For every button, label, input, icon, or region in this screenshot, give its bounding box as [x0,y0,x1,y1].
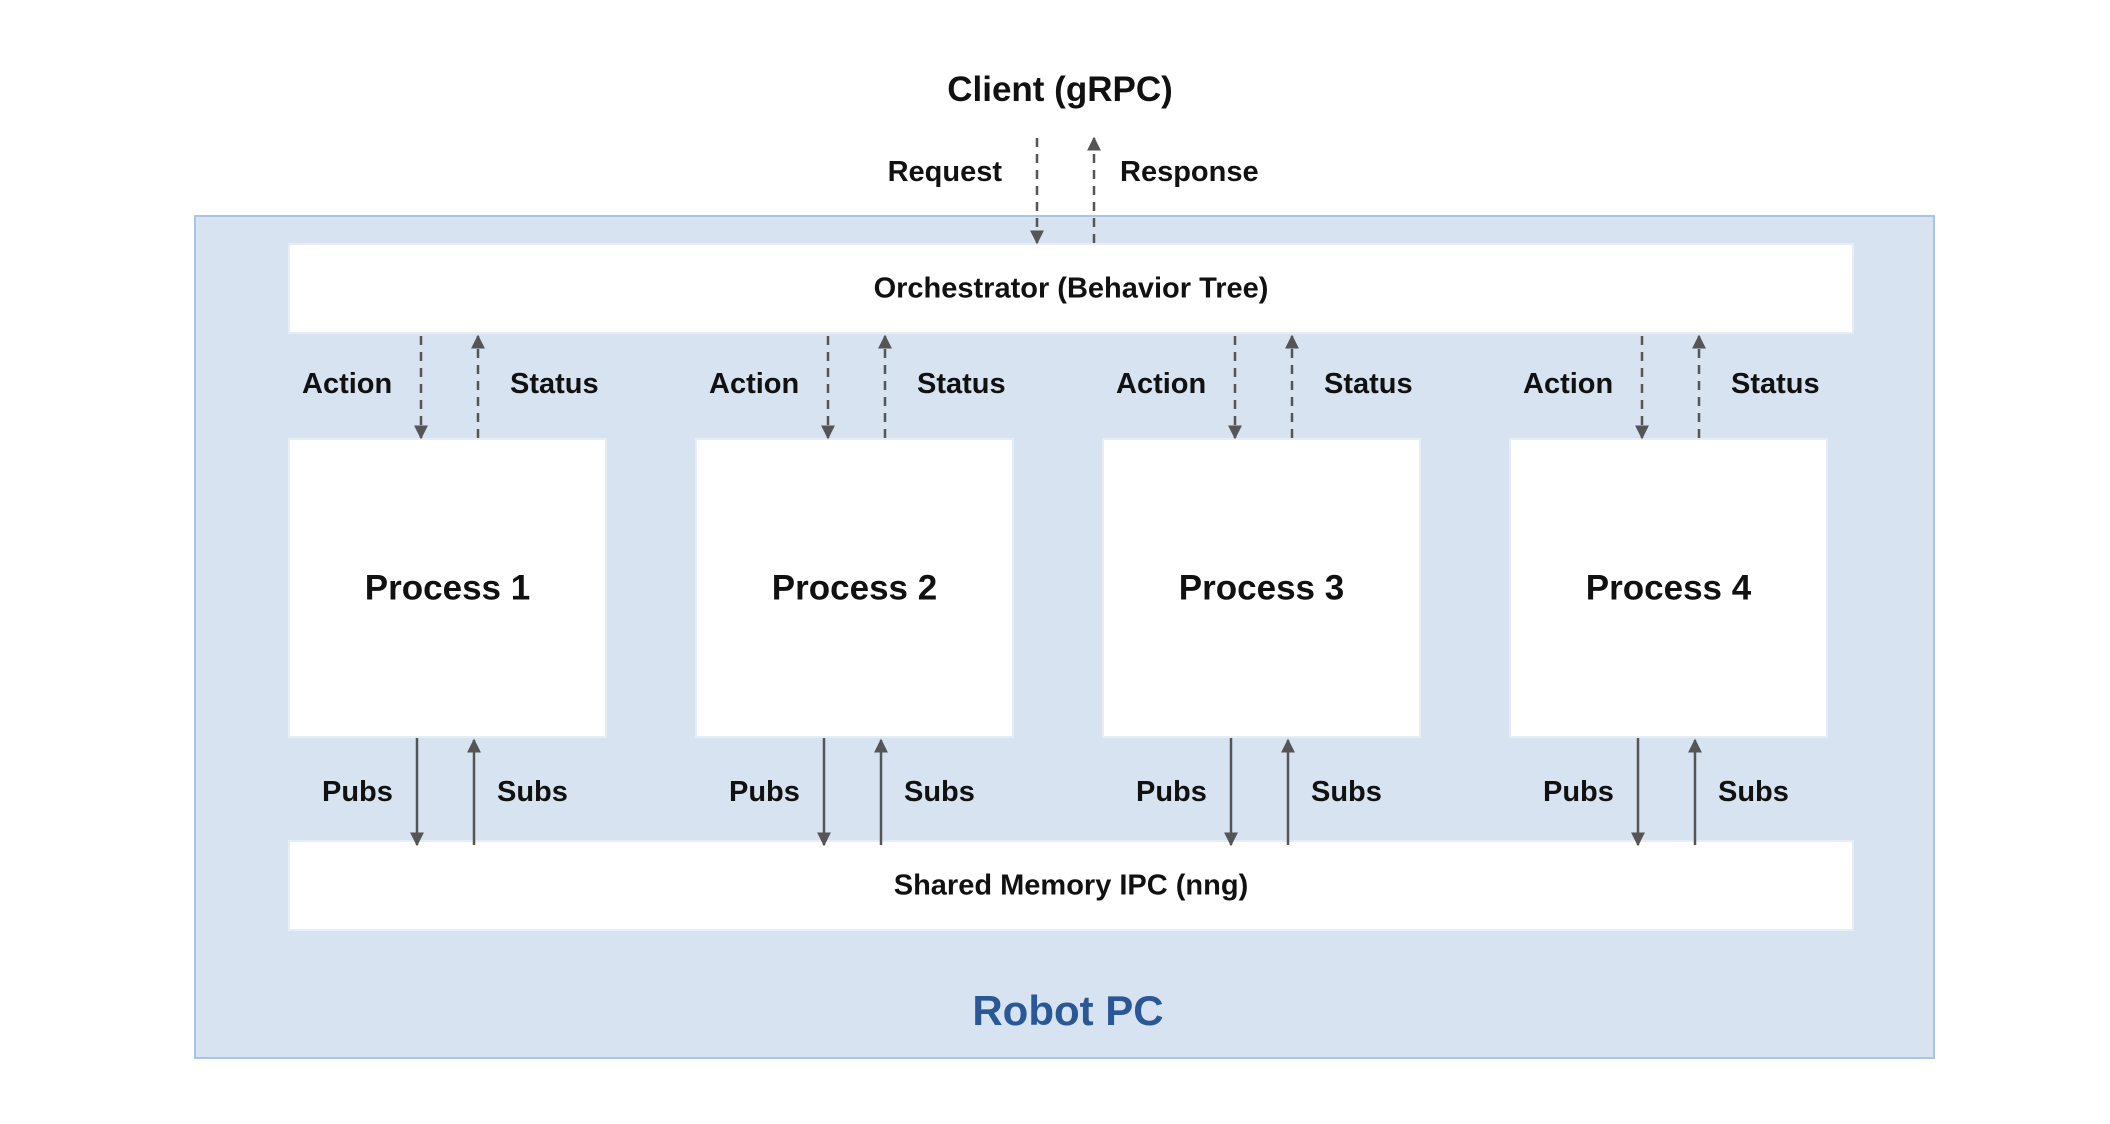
pubs-label-2: Pubs [729,776,800,808]
subs-label-3: Subs [1311,776,1382,808]
shared-memory-ipc-label: Shared Memory IPC (nng) [893,869,1249,901]
process-box-4: Process 4 [1509,438,1828,738]
orchestrator-box: Orchestrator (Behavior Tree) [288,243,1854,334]
action-label-4: Action [1523,368,1614,400]
process-box-3: Process 3 [1102,438,1421,738]
subs-label-2: Subs [904,776,975,808]
status-label-2: Status [917,368,1006,400]
shared-memory-ipc-box: Shared Memory IPC (nng) [288,840,1854,931]
process-box-1: Process 1 [288,438,607,738]
process-box-2: Process 2 [695,438,1014,738]
action-label-3: Action [1116,368,1207,400]
orchestrator-label: Orchestrator (Behavior Tree) [873,272,1269,304]
status-label-1: Status [510,368,599,400]
pubs-label-3: Pubs [1136,776,1207,808]
process-label: Process 3 [1178,568,1345,608]
status-label-4: Status [1731,368,1820,400]
process-label: Process 2 [771,568,938,608]
status-label-3: Status [1324,368,1413,400]
response-label: Response [1120,156,1259,188]
subs-label-4: Subs [1718,776,1789,808]
action-label-2: Action [709,368,800,400]
client-title: Client (gRPC) [947,70,1173,109]
action-label-1: Action [302,368,393,400]
subs-label-1: Subs [497,776,568,808]
robot-pc-label: Robot PC [972,987,1164,1034]
request-label: Request [887,156,1002,188]
process-label: Process 1 [364,568,531,608]
pubs-label-4: Pubs [1543,776,1614,808]
process-label: Process 4 [1585,568,1752,608]
pubs-label-1: Pubs [322,776,393,808]
